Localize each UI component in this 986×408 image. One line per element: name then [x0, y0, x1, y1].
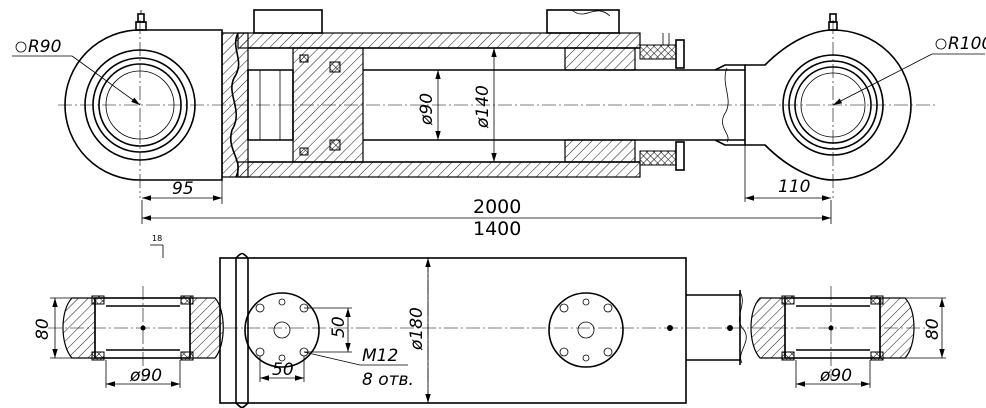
- height-left-label: 80: [33, 318, 53, 340]
- thread-label: M12: [362, 346, 398, 366]
- cylinder-body: [219, 252, 687, 408]
- pin-right-label: ø90: [819, 366, 852, 386]
- radius-right-callout: R100: [832, 34, 986, 106]
- right-eye-dim-label: 110: [778, 177, 810, 197]
- pin-left-label: ø90: [129, 366, 162, 386]
- body-dia-label: ø180: [407, 307, 427, 351]
- radius-left-label: R90: [28, 37, 61, 57]
- rod-bottom: [686, 290, 747, 365]
- radius-right-label: R100: [948, 34, 986, 54]
- top-view: R90 R100 ø90 ø140 95 110: [12, 9, 986, 240]
- flange-h-dimension: 50: [259, 356, 305, 382]
- length-stroke-label: 1400: [473, 218, 521, 240]
- right-eye-dimension: 110: [744, 145, 831, 202]
- flange-v-label: 50: [329, 316, 349, 338]
- dia-bore-dimension: ø140: [473, 48, 497, 162]
- holes-label: 8 отв.: [362, 370, 414, 390]
- pin-left-dimension: ø90: [105, 360, 181, 388]
- left-eye-dimension: 95: [142, 179, 223, 204]
- height-left-dimension: 80: [33, 297, 92, 359]
- length-total-label: 2000: [473, 196, 521, 218]
- left-eye-section: [62, 286, 224, 380]
- right-eye-section: [750, 286, 915, 380]
- flange-v-dimension: 50: [304, 307, 352, 353]
- piston-rod: [363, 64, 746, 146]
- dia-rod-dimension: ø90: [417, 70, 441, 140]
- dia-bore-label: ø140: [473, 85, 493, 129]
- height-right-label: 80: [923, 318, 943, 340]
- thread-callout: M12 8 отв.: [303, 346, 414, 390]
- length-dimension: 2000 1400: [141, 196, 832, 240]
- pin-right-dimension: ø90: [795, 360, 871, 388]
- bottom-view: 80 80 ø90 ø90 ø180: [33, 252, 946, 408]
- section-mark: 18: [150, 234, 164, 258]
- body-dia-dimension: ø180: [407, 258, 431, 403]
- dia-rod-label: ø90: [417, 93, 437, 126]
- flange-h-label: 50: [272, 360, 294, 380]
- right-eye: [745, 13, 912, 198]
- radius-left-callout: R90: [12, 37, 141, 106]
- section-mark-label: 18: [152, 234, 162, 243]
- height-right-dimension: 80: [905, 297, 946, 359]
- cylinder-tube: [221, 9, 685, 178]
- left-eye-dim-label: 95: [172, 179, 194, 199]
- left-eye: [64, 10, 223, 198]
